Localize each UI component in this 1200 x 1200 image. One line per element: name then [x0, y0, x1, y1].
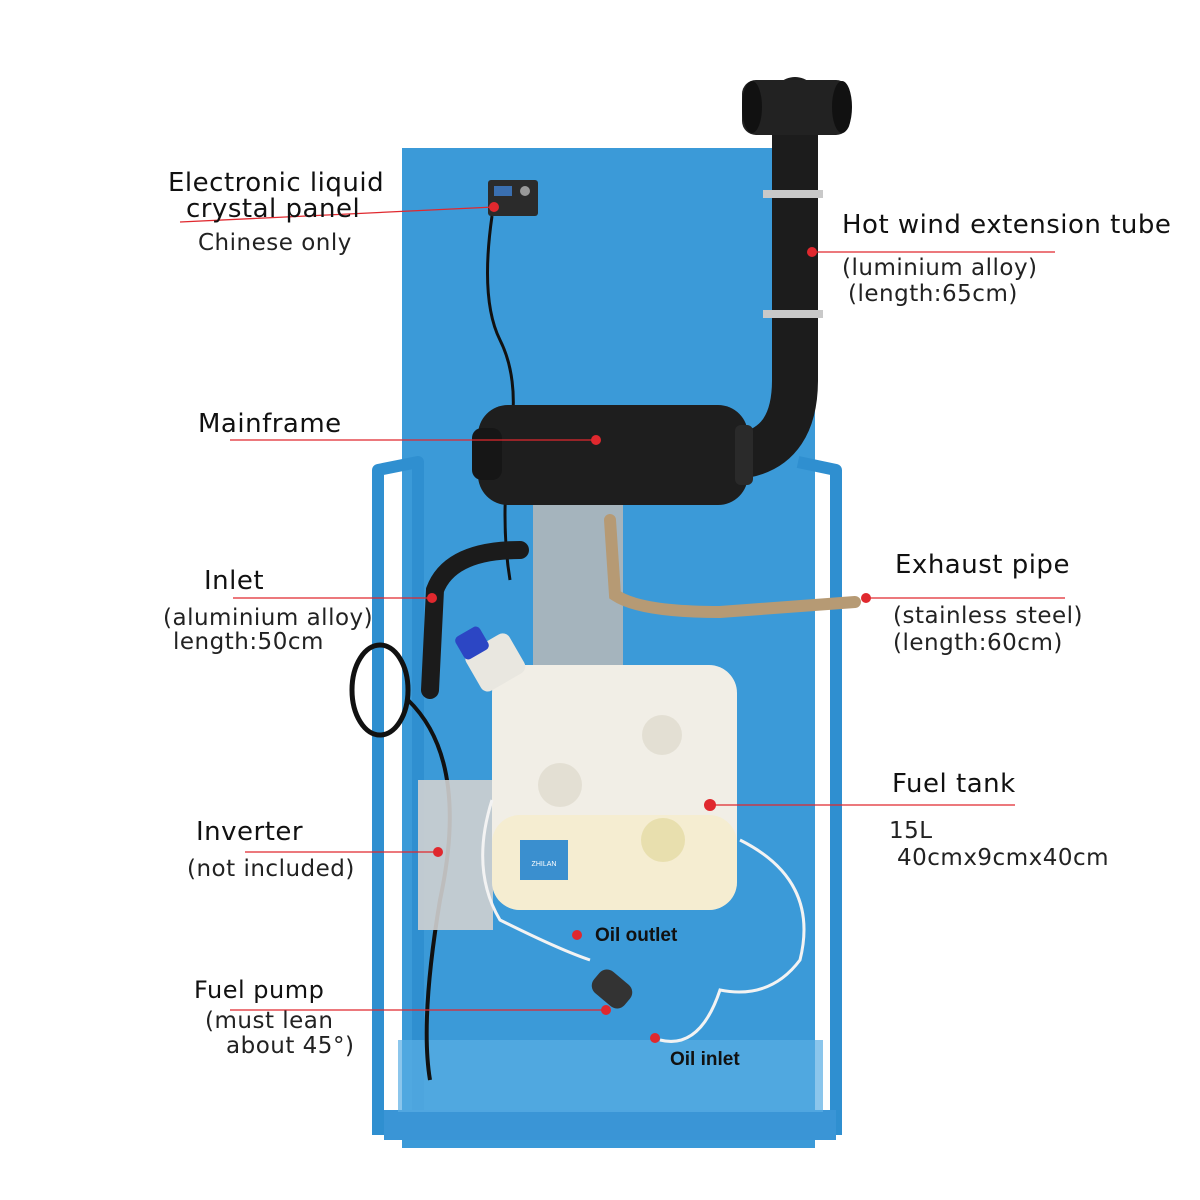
tube-clamp-top — [763, 190, 823, 198]
power-cable-coil — [349, 642, 411, 738]
lcd-cable — [486, 215, 515, 581]
inlet-length: length:50cm — [173, 629, 324, 655]
tank-label — [520, 840, 568, 880]
exhaust-material: (stainless steel) — [893, 603, 1084, 629]
marker-tank — [704, 799, 716, 811]
tank-dimple-1 — [642, 715, 682, 755]
tube-y-connector — [742, 80, 850, 135]
fuel-pump — [591, 969, 633, 1009]
marker-inverter — [433, 847, 443, 857]
tube-clamp-bottom — [763, 310, 823, 318]
tank-dimple-2 — [538, 763, 582, 807]
leader-lcd — [179, 206, 495, 223]
exhaust-pipe — [604, 514, 861, 619]
leader-lines — [179, 206, 1065, 1011]
inlet-material: (aluminium alloy) — [163, 605, 374, 631]
pump-note-line2: about 45°) — [226, 1033, 355, 1059]
tank-title: Fuel tank — [892, 769, 1016, 799]
lcd-title-line1: Electronic liquid — [168, 168, 385, 198]
lcd-note: Chinese only — [198, 230, 352, 256]
exhaust-title: Exhaust pipe — [895, 550, 1070, 580]
exhaust-length: (length:60cm) — [893, 630, 1063, 656]
fuel-line-outlet — [481, 799, 591, 962]
mainframe-title: Mainframe — [198, 409, 342, 439]
tube-outlet-right — [832, 81, 852, 133]
tank-capacity: 15L — [889, 818, 933, 844]
marker-inlet — [427, 593, 437, 603]
frame-base-plate — [398, 1040, 823, 1112]
marker-oil-outlet — [572, 930, 582, 940]
mainframe-outlet-ring — [735, 425, 753, 485]
marker-exhaust — [861, 593, 871, 603]
marker-dots — [427, 202, 871, 1043]
lcd-screen — [494, 186, 512, 196]
marker-tube — [807, 247, 817, 257]
pump-note-line1: (must lean — [205, 1008, 334, 1034]
pump-title: Fuel pump — [194, 976, 325, 1004]
inlet-title: Inlet — [204, 566, 265, 596]
tube-length: (length:65cm) — [848, 281, 1018, 307]
inverter-box — [418, 780, 493, 930]
inverter-note: (not included) — [187, 856, 355, 882]
marker-pump — [601, 1005, 611, 1015]
marker-lcd — [489, 202, 499, 212]
mainframe-inlet-cap — [472, 428, 502, 480]
tank-brand-text: ZHILAN — [532, 861, 557, 868]
frame-base — [384, 1110, 836, 1140]
oil-outlet-label: Oil outlet — [595, 925, 678, 946]
tube-material: (luminium alloy) — [842, 255, 1038, 281]
tube-outlet-left — [742, 81, 762, 133]
frame-right-rail — [796, 456, 842, 1135]
marker-mainframe — [591, 435, 601, 445]
intake-pipe — [421, 541, 529, 699]
oil-inlet-label: Oil inlet — [670, 1049, 740, 1070]
inverter-title: Inverter — [196, 817, 304, 847]
lcd-title-line2: crystal panel — [186, 194, 361, 224]
marker-oil-inlet — [650, 1033, 660, 1043]
tank-dimple-3 — [641, 818, 685, 862]
fuel-line-inlet — [659, 838, 806, 1043]
hot-air-tube — [722, 77, 818, 478]
mainframe-body — [478, 405, 748, 505]
tank-blue-cap — [455, 626, 489, 660]
frame-left-rail — [372, 456, 424, 1135]
lcd-knob — [520, 186, 530, 196]
tube-title: Hot wind extension tube — [842, 210, 1172, 240]
tank-size: 40cmx9cmx40cm — [897, 845, 1110, 871]
